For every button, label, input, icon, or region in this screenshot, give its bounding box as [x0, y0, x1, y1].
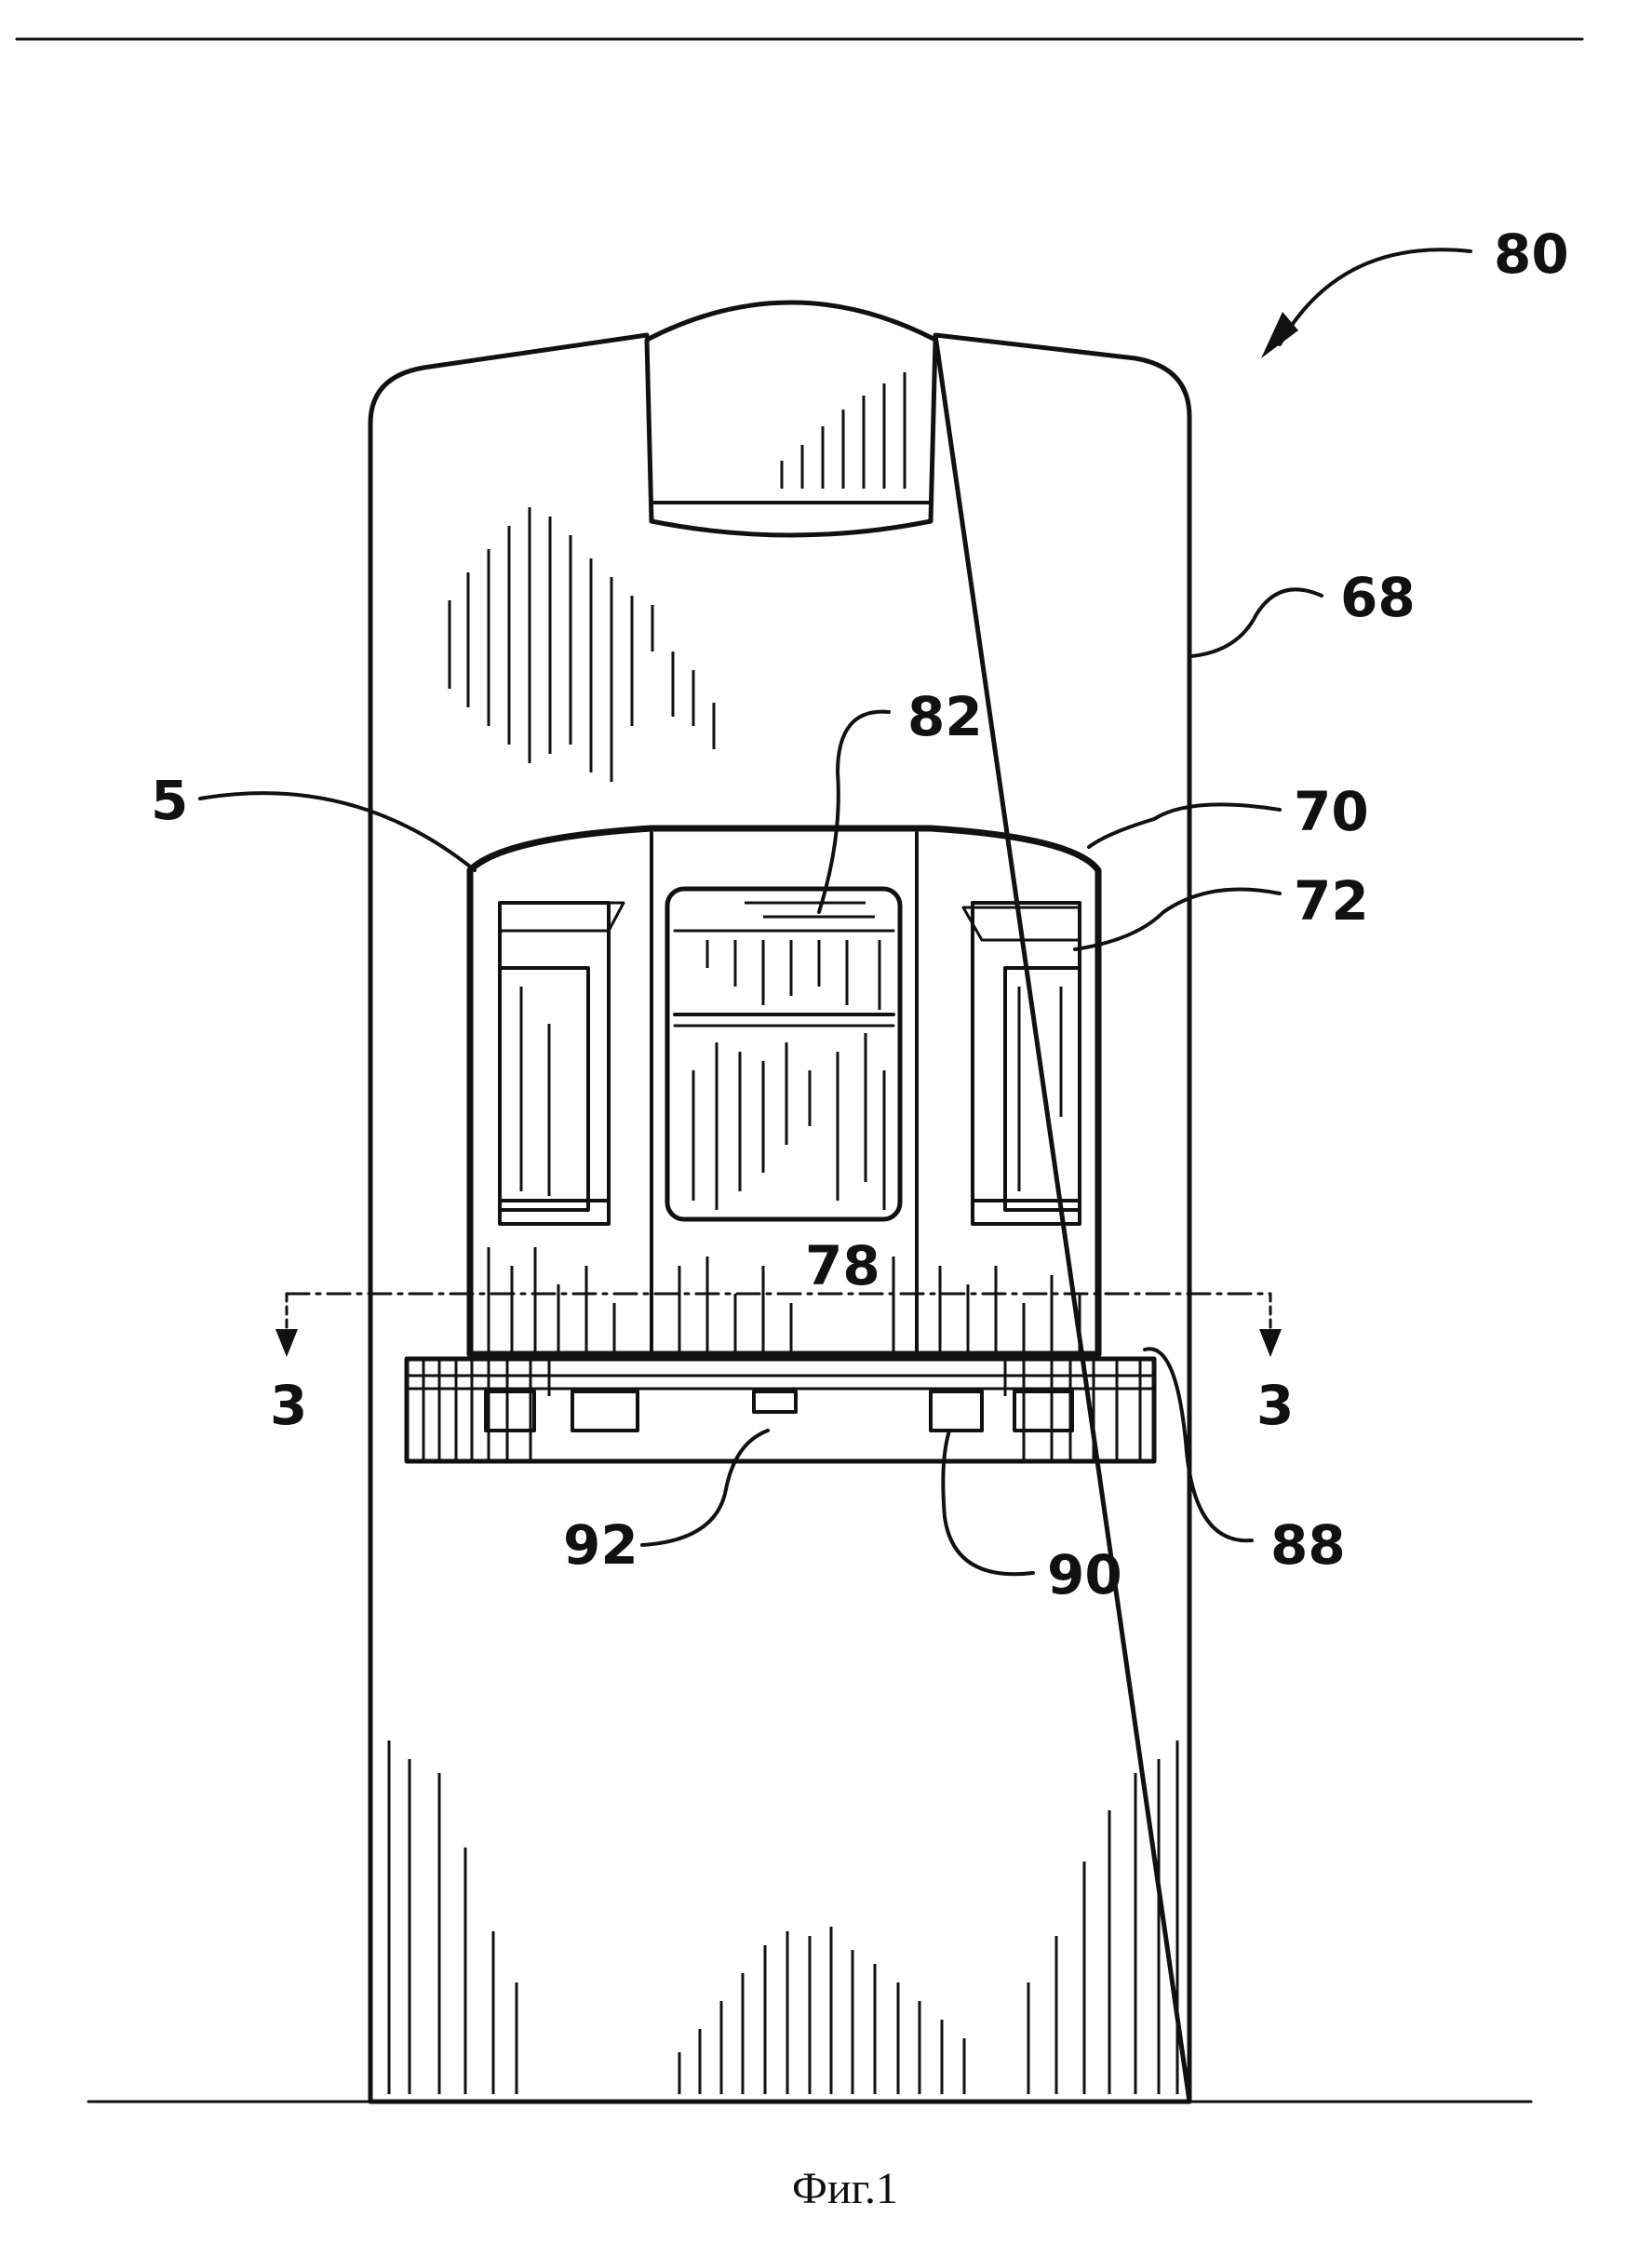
center-window	[667, 889, 900, 1219]
label-88: 88	[1270, 1513, 1346, 1577]
left-window	[500, 903, 624, 1224]
top-cap	[647, 302, 935, 535]
leader-90	[943, 1431, 1033, 1574]
label-80: 80	[1494, 222, 1569, 286]
label-92: 92	[563, 1513, 638, 1577]
leader-72	[1075, 890, 1280, 950]
leader-92	[642, 1431, 768, 1545]
section-line-3-3	[275, 1294, 1282, 1357]
figure-caption: Фиг.1	[792, 2164, 898, 2213]
label-68: 68	[1340, 566, 1416, 629]
leader-82	[819, 712, 889, 912]
panel-button-1	[486, 1391, 534, 1431]
label-90: 90	[1047, 1543, 1122, 1606]
control-panel	[407, 1359, 1154, 1461]
label-70: 70	[1294, 780, 1369, 843]
right-window	[963, 903, 1080, 1224]
leader-5	[200, 793, 475, 870]
leader-68	[1191, 589, 1322, 656]
label-3-right: 3	[1256, 1374, 1294, 1437]
leader-70	[1089, 804, 1280, 847]
leader-80	[1280, 249, 1471, 344]
housing-shading-upper	[450, 507, 714, 782]
label-5: 5	[151, 769, 188, 832]
recess-lower-shading	[489, 1247, 1080, 1354]
label-82: 82	[907, 685, 983, 748]
panel-indicator-92	[754, 1391, 796, 1412]
label-78: 78	[805, 1234, 880, 1297]
panel-button-2	[572, 1391, 638, 1431]
label-72: 72	[1294, 869, 1369, 933]
housing-shading-lower	[389, 1740, 1177, 2094]
label-3-left: 3	[270, 1374, 307, 1437]
leader-88	[1145, 1349, 1252, 1540]
panel-button-90	[931, 1391, 982, 1431]
